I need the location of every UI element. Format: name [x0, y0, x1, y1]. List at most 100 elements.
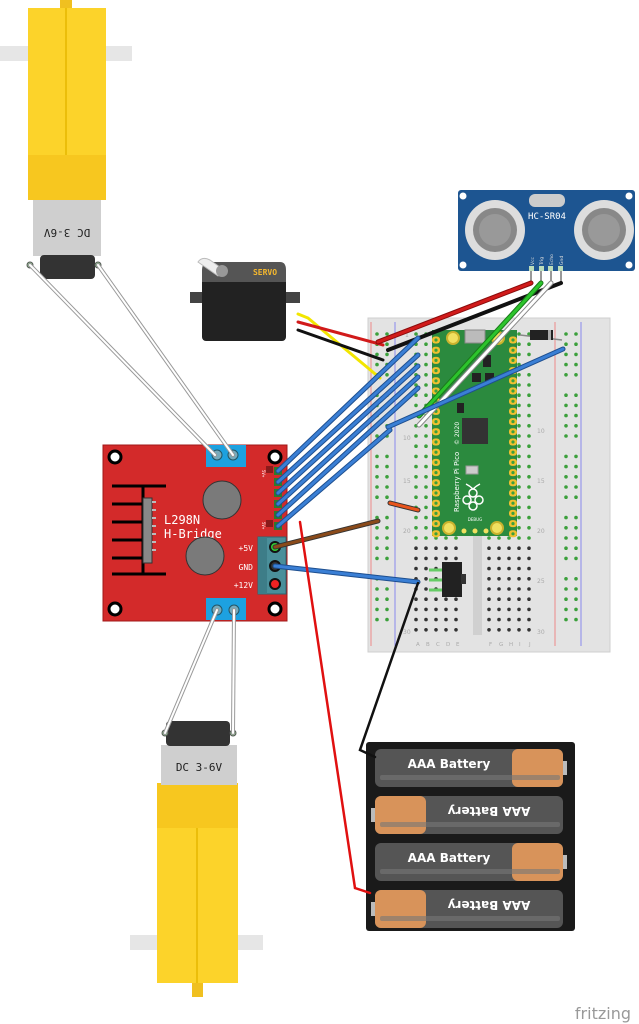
rail-hole[interactable]	[385, 515, 389, 520]
breadboard-hole[interactable]	[424, 373, 428, 377]
rail-hole[interactable]	[574, 587, 578, 591]
breadboard-hole[interactable]	[527, 413, 531, 418]
pico-pins[interactable]	[432, 336, 517, 538]
breadboard-hole[interactable]	[424, 475, 428, 479]
breadboard-hole[interactable]	[527, 536, 531, 540]
breadboard-hole[interactable]	[507, 536, 511, 540]
rail-hole[interactable]	[574, 515, 578, 520]
rail-hole[interactable]	[385, 536, 389, 540]
breadboard-hole[interactable]	[517, 607, 521, 612]
breadboard-hole[interactable]	[434, 597, 438, 601]
breadboard-hole[interactable]	[454, 536, 458, 540]
rail-hole[interactable]	[574, 352, 578, 357]
breadboard-hole[interactable]	[517, 342, 521, 347]
breadboard-hole[interactable]	[424, 617, 428, 622]
breadboard-hole[interactable]	[424, 597, 428, 601]
rail-hole[interactable]	[564, 515, 568, 520]
rail-hole[interactable]	[574, 536, 578, 540]
breadboard-hole[interactable]	[424, 607, 428, 612]
breadboard-hole[interactable]	[444, 556, 448, 561]
breadboard-hole[interactable]	[424, 464, 428, 469]
breadboard-hole[interactable]	[527, 495, 531, 500]
breadboard-hole[interactable]	[497, 577, 501, 581]
breadboard-hole[interactable]	[434, 556, 438, 561]
breadboard-hole[interactable]	[424, 526, 428, 530]
breadboard-hole[interactable]	[434, 607, 438, 612]
rail-hole[interactable]	[375, 332, 379, 336]
rail-hole[interactable]	[564, 332, 568, 336]
breadboard-hole[interactable]	[487, 628, 491, 632]
rail-hole[interactable]	[385, 352, 389, 357]
breadboard-hole[interactable]	[414, 536, 418, 540]
breadboard-hole[interactable]	[444, 617, 448, 622]
breadboard-hole[interactable]	[414, 566, 418, 571]
motor-wire[interactable]	[29, 264, 235, 734]
rail-hole[interactable]	[564, 362, 568, 367]
rail-hole[interactable]	[385, 546, 389, 550]
breadboard-hole[interactable]	[517, 352, 521, 357]
breadboard-hole[interactable]	[517, 505, 521, 510]
rail-hole[interactable]	[564, 485, 568, 489]
rail-hole[interactable]	[385, 342, 389, 347]
breadboard-hole[interactable]	[414, 515, 418, 520]
breadboard-hole[interactable]	[454, 597, 458, 601]
breadboard-hole[interactable]	[517, 577, 521, 581]
breadboard-hole[interactable]	[527, 403, 531, 408]
breadboard-hole[interactable]	[424, 434, 428, 438]
breadboard-hole[interactable]	[497, 607, 501, 612]
breadboard-hole[interactable]	[517, 464, 521, 469]
breadboard-hole[interactable]	[424, 577, 428, 581]
battery-positive-wire[interactable]	[298, 520, 372, 895]
rail-hole[interactable]	[574, 617, 578, 622]
breadboard-hole[interactable]	[444, 597, 448, 601]
breadboard-hole[interactable]	[414, 546, 418, 550]
breadboard-hole[interactable]	[424, 485, 428, 489]
breadboard-hole[interactable]	[487, 577, 491, 581]
breadboard-hole[interactable]	[414, 556, 418, 561]
breadboard-hole[interactable]	[424, 352, 428, 357]
rail-hole[interactable]	[385, 373, 389, 377]
rail-hole[interactable]	[375, 362, 379, 367]
rail-hole[interactable]	[574, 454, 578, 459]
rail-hole[interactable]	[375, 607, 379, 612]
breadboard-hole[interactable]	[414, 464, 418, 469]
breadboard-hole[interactable]	[527, 464, 531, 469]
rail-hole[interactable]	[564, 403, 568, 408]
rail-hole[interactable]	[375, 587, 379, 591]
rail-hole[interactable]	[385, 617, 389, 622]
rail-hole[interactable]	[574, 577, 578, 581]
breadboard-hole[interactable]	[424, 587, 428, 591]
rail-hole[interactable]	[574, 413, 578, 418]
rail-hole[interactable]	[375, 597, 379, 601]
terminal-12v[interactable]	[269, 578, 281, 590]
breadboard-hole[interactable]	[414, 403, 418, 408]
breadboard-hole[interactable]	[497, 628, 501, 632]
breadboard-hole[interactable]	[424, 424, 428, 428]
rail-hole[interactable]	[564, 577, 568, 581]
breadboard-hole[interactable]	[517, 536, 521, 540]
breadboard-hole[interactable]	[527, 515, 531, 520]
breadboard-hole[interactable]	[454, 546, 458, 550]
rail-hole[interactable]	[574, 332, 578, 336]
breadboard-hole[interactable]	[424, 515, 428, 520]
rail-hole[interactable]	[385, 495, 389, 500]
breadboard-hole[interactable]	[517, 454, 521, 459]
breadboard-hole[interactable]	[507, 587, 511, 591]
breadboard-hole[interactable]	[434, 628, 438, 632]
breadboard-hole[interactable]	[527, 617, 531, 622]
breadboard-hole[interactable]	[517, 424, 521, 428]
rail-hole[interactable]	[564, 536, 568, 540]
breadboard-hole[interactable]	[507, 617, 511, 622]
rail-hole[interactable]	[574, 475, 578, 479]
breadboard-hole[interactable]	[517, 556, 521, 561]
breadboard-hole[interactable]	[414, 485, 418, 489]
breadboard-hole[interactable]	[517, 444, 521, 449]
rail-hole[interactable]	[564, 373, 568, 377]
breadboard-hole[interactable]	[527, 566, 531, 571]
breadboard-hole[interactable]	[487, 536, 491, 540]
breadboard-hole[interactable]	[527, 383, 531, 387]
rail-hole[interactable]	[564, 352, 568, 357]
breadboard-hole[interactable]	[424, 566, 428, 571]
breadboard-hole[interactable]	[444, 628, 448, 632]
